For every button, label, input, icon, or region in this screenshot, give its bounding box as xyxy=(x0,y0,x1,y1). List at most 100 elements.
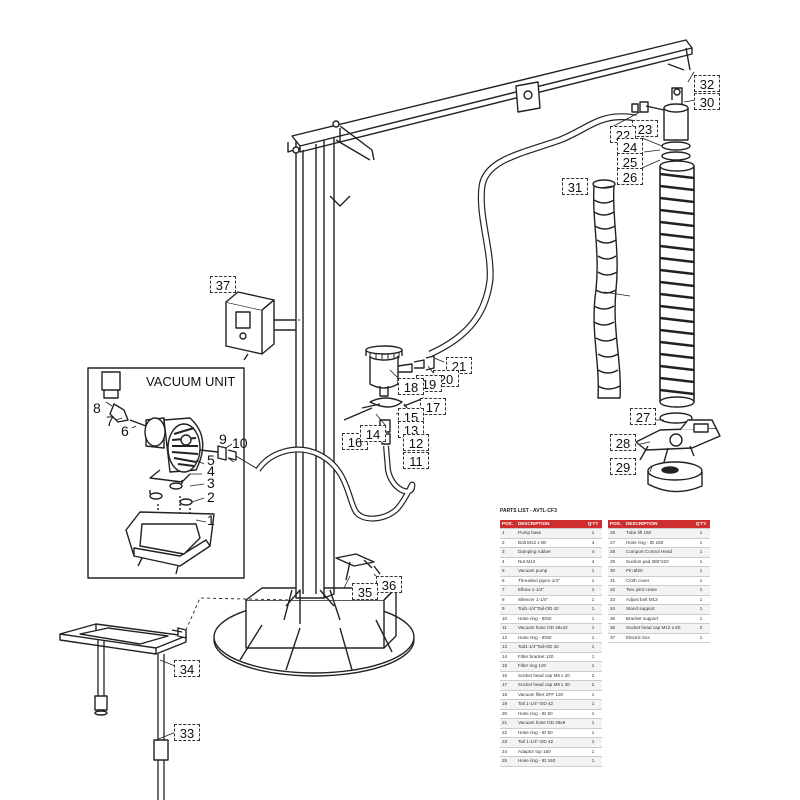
cell-pos: 34 xyxy=(608,604,624,615)
cell-desc: Stand support xyxy=(624,604,692,615)
cell-qty: 1 xyxy=(584,756,602,767)
callout-7: 7 xyxy=(106,413,114,429)
cell-qty: 1 xyxy=(584,614,602,624)
cell-qty: 2 xyxy=(584,680,602,691)
suction-pad xyxy=(647,461,703,493)
cell-desc: Elbow 1-1/4" xyxy=(516,585,584,596)
cell-qty: 1 xyxy=(584,718,602,729)
cell-desc: Hose ring - ID50 xyxy=(516,633,584,643)
column xyxy=(283,131,341,624)
cell-pos: 21 xyxy=(500,718,516,729)
cell-desc: Vacuum filter ZFF 120 xyxy=(516,690,584,700)
cell-pos: 13 xyxy=(500,642,516,653)
hose-ring-25 xyxy=(661,151,691,161)
cell-pos: 8 xyxy=(500,595,516,605)
callout-24: 24 xyxy=(617,138,643,155)
cell-pos: 3 xyxy=(500,547,516,558)
cell-pos: 4 xyxy=(500,557,516,567)
cell-desc: Nut M12 xyxy=(516,557,584,567)
cell-desc: Tail1-1/4"Tail-OD 42 xyxy=(516,642,584,653)
cell-qty: 1 xyxy=(584,652,602,662)
cell-qty: 1 xyxy=(584,709,602,719)
cell-desc: Tail 1-1/4"-OD 42 xyxy=(516,699,584,710)
cell-desc: Bolt M12 x 80 xyxy=(516,538,584,548)
cell-desc: Suction pad 380*220 xyxy=(624,557,692,567)
callout-36: 36 xyxy=(376,576,402,593)
cell-desc: Comport Control Head xyxy=(624,547,692,558)
parts-list-title: PARTS LIST - AVTL-CF3 xyxy=(500,508,557,514)
stand-support xyxy=(59,623,187,800)
callout-6: 6 xyxy=(121,423,129,439)
cell-desc: Vacuum pump xyxy=(516,566,584,577)
cell-desc: Threaded pipe1-1/4" xyxy=(516,576,584,586)
cell-desc: Cloth cover xyxy=(624,576,692,586)
cell-qty: 1 xyxy=(584,604,602,615)
header-pos: POS. xyxy=(608,520,624,529)
callout-28: 28 xyxy=(610,434,636,451)
cell-desc: Pin Ø20 xyxy=(624,566,692,577)
cell-desc: Socket head cap M8 x 20 xyxy=(516,671,584,681)
cell-qty: 1 xyxy=(584,737,602,748)
cell-pos: 29 xyxy=(608,557,624,567)
cell-qty: 1 xyxy=(584,690,602,700)
cell-qty: 1 xyxy=(584,595,602,605)
vacuum-hose-11 xyxy=(255,445,416,522)
cell-qty: 1 xyxy=(584,585,602,596)
cell-pos: 30 xyxy=(608,566,624,577)
cell-qty: 1 xyxy=(584,728,602,738)
cell-qty: 1 xyxy=(692,566,710,577)
cell-pos: 16 xyxy=(500,671,516,681)
cell-desc: Silencer 1-1/4" xyxy=(516,595,584,605)
cell-pos: 10 xyxy=(500,614,516,624)
pump-base xyxy=(125,511,215,575)
callout-11: 11 xyxy=(403,452,429,469)
cell-desc: Hose ring - ID50 xyxy=(516,614,584,624)
cell-desc: Electric box xyxy=(624,633,692,643)
cell-desc: Hose ring - ID 50 xyxy=(516,728,584,738)
cell-pos: 35 xyxy=(608,614,624,624)
cell-desc: Filter ring 120 xyxy=(516,661,584,672)
cell-pos: 15 xyxy=(500,661,516,672)
cell-qty: 4 xyxy=(584,538,602,548)
callout-31: 31 xyxy=(562,178,588,195)
electric-box xyxy=(225,291,296,355)
cell-pos: 17 xyxy=(500,680,516,691)
cell-desc: Tail1-1/4"Tail-OD 42 xyxy=(516,604,584,615)
cell-qty: 1 xyxy=(584,747,602,757)
cell-qty: 1 xyxy=(692,585,710,596)
cell-desc: Pump base xyxy=(516,528,584,539)
cell-pos: 9 xyxy=(500,604,516,615)
callout-34: 34 xyxy=(174,660,200,677)
hose-ring-24 xyxy=(661,141,691,151)
cell-pos: 32 xyxy=(608,585,624,596)
cell-desc: Socket head cap M8 x 30 xyxy=(516,680,584,691)
cell-desc: Damping rubber xyxy=(516,547,584,558)
callout-23: 23 xyxy=(632,120,658,137)
cell-pos: 31 xyxy=(608,576,624,586)
tube-lift xyxy=(659,160,695,408)
vacuum-unit-box xyxy=(87,367,245,579)
callout-18: 18 xyxy=(398,378,424,395)
cell-desc: Socket head cap M12 x 60 xyxy=(624,623,692,634)
callout-17: 17 xyxy=(420,398,446,415)
cell-qty: 2 xyxy=(692,623,710,634)
callout-9: 9 xyxy=(219,431,227,447)
